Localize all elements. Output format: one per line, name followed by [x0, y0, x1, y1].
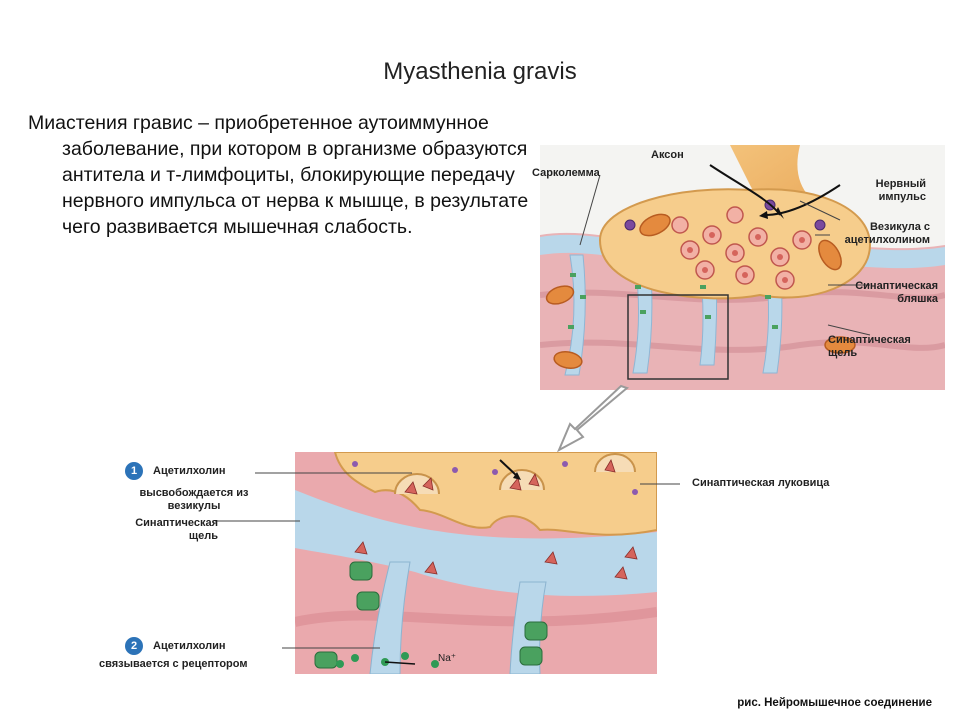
step-2-title: Ацетилхолин — [153, 640, 226, 652]
label-axon: Аксон — [651, 149, 684, 161]
junction-overview-illustration — [540, 145, 945, 390]
label-nerve-impulse: Нервный импульс — [875, 178, 926, 203]
detail-leader-lines — [215, 472, 680, 649]
label-sarcolemma: Сарколемма — [532, 167, 600, 179]
figure-caption: рис. Нейромышечное соединение — [737, 697, 932, 709]
label-synaptic-cleft-bottom: Синаптическая щель — [135, 517, 218, 542]
label-synaptic-cleft-top: Синаптическая щель — [828, 334, 911, 359]
step-2-text: связывается с рецептором — [99, 658, 248, 670]
slide-title: Myasthenia gravis — [383, 58, 577, 85]
zoom-arrow-icon — [556, 384, 630, 453]
acetylcholine-release-illustration — [295, 452, 657, 674]
step-1-badge: 1 — [125, 462, 143, 480]
slide-description: Миастения гравис – приобретенное аутоимм… — [28, 112, 529, 238]
step-2-badge: 2 — [125, 637, 143, 655]
label-vesicle: Везикула с ацетилхолином — [844, 221, 930, 246]
label-synaptic-plaque: Синаптическая бляшка — [855, 280, 938, 305]
label-synaptic-bulb: Синаптическая луковица — [692, 477, 830, 489]
step-1-title: Ацетилхолин — [153, 465, 226, 477]
label-na-ion: Na⁺ — [438, 653, 457, 664]
step-1-text: высвобождается из везикулы — [139, 487, 249, 512]
